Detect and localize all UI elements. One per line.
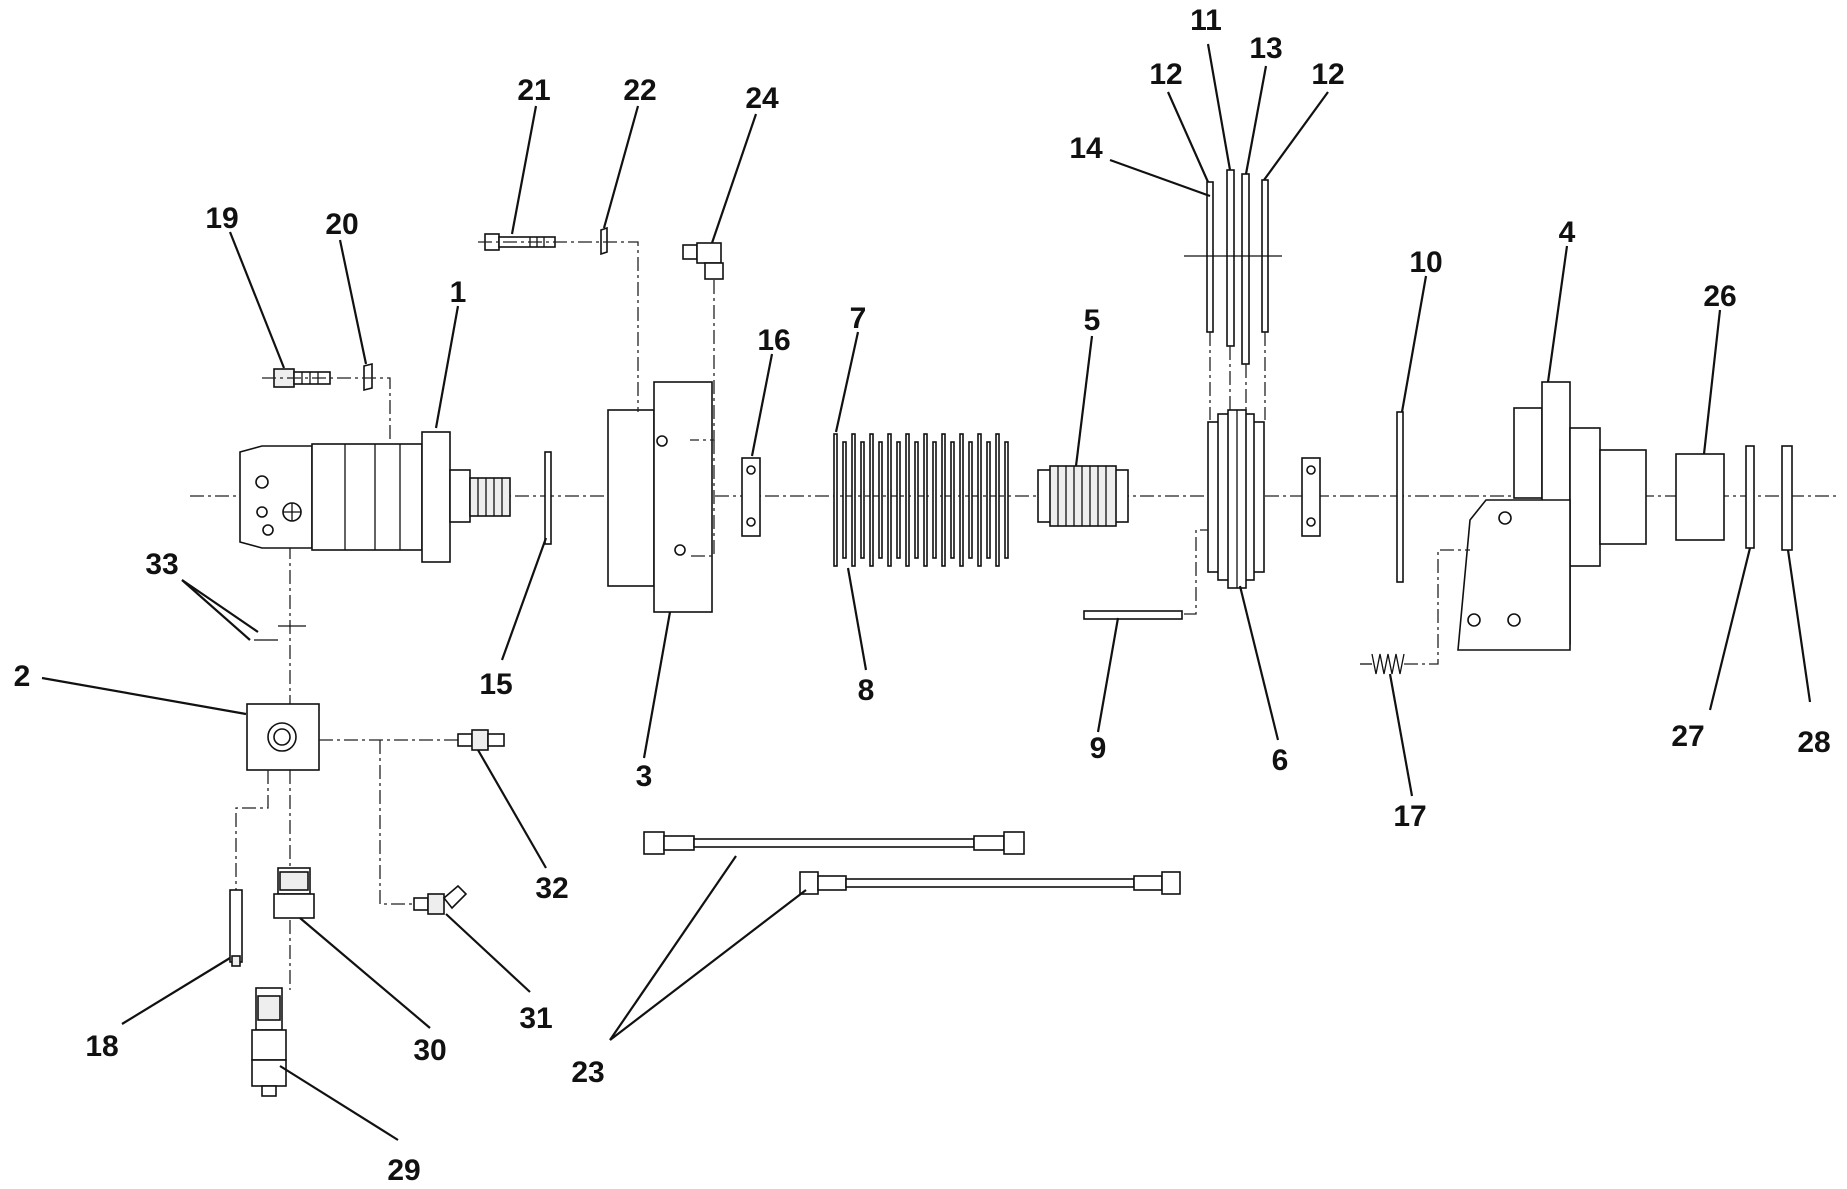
bellows-rib	[995, 433, 1000, 567]
bellows-rib	[959, 433, 964, 567]
callout-22: 22	[623, 74, 656, 107]
bellows-rib	[878, 441, 883, 559]
bellows-rib	[842, 441, 847, 559]
callout-21: 21	[517, 74, 550, 107]
part-21-bolt	[484, 233, 556, 251]
bellows-rib	[986, 441, 991, 559]
callout-32: 32	[535, 872, 568, 905]
bellows-rib	[869, 433, 874, 567]
leader-lines	[41, 43, 1812, 1141]
bellows-rib	[968, 441, 973, 559]
bellows-rib	[887, 433, 892, 567]
callout-23: 23	[571, 1056, 604, 1089]
part-5-coupler	[1037, 465, 1129, 527]
part-11-14-brake-discs	[1184, 169, 1282, 420]
part-32-straight-fitting	[457, 729, 505, 751]
part-23-hose-b	[799, 871, 1181, 895]
bellows-rib	[914, 441, 919, 559]
part-31-elbow-fitting	[413, 884, 468, 915]
callout-3: 3	[636, 760, 653, 793]
callout-8: 8	[858, 674, 875, 707]
part-29-relief-valve	[251, 987, 287, 1097]
callout-6: 6	[1272, 744, 1289, 777]
part-1-hydraulic-motor	[239, 431, 511, 563]
part-28-snap-ring	[1781, 445, 1793, 551]
callout-16: 16	[757, 324, 790, 357]
callout-12a: 12	[1149, 58, 1182, 91]
part-20-lock-washer	[363, 362, 373, 392]
valve-port-line-c	[235, 770, 269, 890]
screw-19-path	[262, 377, 391, 440]
part-17-spring	[1360, 653, 1405, 675]
callout-4: 4	[1559, 216, 1576, 249]
callout-9: 9	[1090, 732, 1107, 765]
part-24-grease-fitting	[682, 242, 724, 280]
bearing-spacer	[1301, 457, 1321, 537]
fitting-24-path-b	[690, 440, 715, 557]
part-22-washer	[600, 226, 608, 256]
callout-30: 30	[413, 1034, 446, 1067]
callout-29: 29	[387, 1154, 420, 1187]
part-4-bearing-housing	[1457, 381, 1647, 651]
callout-15: 15	[479, 668, 512, 701]
part-16-bearing-spacer	[741, 457, 761, 537]
callout-5: 5	[1084, 304, 1101, 337]
bellows-rib	[923, 433, 928, 567]
callout-18: 18	[85, 1030, 118, 1063]
bellows-rib	[896, 441, 901, 559]
bellows-rib	[851, 433, 856, 567]
callout-26: 26	[1703, 280, 1736, 313]
callout-10: 10	[1409, 246, 1442, 279]
callout-28: 28	[1797, 726, 1830, 759]
key-9-path	[1184, 529, 1208, 615]
callout-7: 7	[850, 302, 867, 335]
callout-19: 19	[205, 202, 238, 235]
bellows-rib	[932, 441, 937, 559]
callout-17: 17	[1393, 800, 1426, 833]
bellows-rib	[941, 433, 946, 567]
part-6-disc-pack	[1207, 409, 1265, 589]
callout-11: 11	[1190, 4, 1222, 37]
bolt-21-path	[478, 241, 639, 412]
part-10-shim	[1396, 411, 1404, 583]
part-2-valve-block	[246, 703, 320, 771]
callout-numbers: 1 2 3 4 5 6 7 8 9 10 11 12 12 13 14 15 1…	[14, 4, 1831, 1187]
callout-1: 1	[450, 276, 467, 309]
callout-24: 24	[745, 82, 779, 115]
valve-port-line-b	[379, 740, 414, 905]
bellows-rib	[950, 441, 955, 559]
bellows-rib	[1004, 441, 1009, 559]
part-27-washer	[1745, 445, 1755, 549]
part-18-pin	[229, 889, 243, 967]
callout-33: 33	[145, 548, 178, 581]
callout-27: 27	[1671, 720, 1704, 753]
bellows-rib	[905, 433, 910, 567]
bellows-rib	[833, 433, 838, 567]
part-30-fitting	[273, 867, 315, 919]
callout-13: 13	[1249, 32, 1282, 65]
callout-12b: 12	[1311, 58, 1344, 91]
callout-2: 2	[14, 660, 31, 693]
part-23-hose-a	[643, 831, 1025, 855]
part-7-8-bellows	[833, 433, 1009, 567]
callout-20: 20	[325, 208, 358, 241]
bellows-rib	[860, 441, 865, 559]
part-15-gasket	[544, 451, 552, 545]
callout-14: 14	[1069, 132, 1103, 165]
spring-17-path	[1404, 549, 1470, 665]
callout-31: 31	[519, 1002, 552, 1035]
part-9-key	[1083, 610, 1183, 620]
bellows-rib	[977, 433, 982, 567]
part-3-adapter-housing	[607, 381, 713, 613]
part-26-bushing	[1675, 453, 1725, 541]
